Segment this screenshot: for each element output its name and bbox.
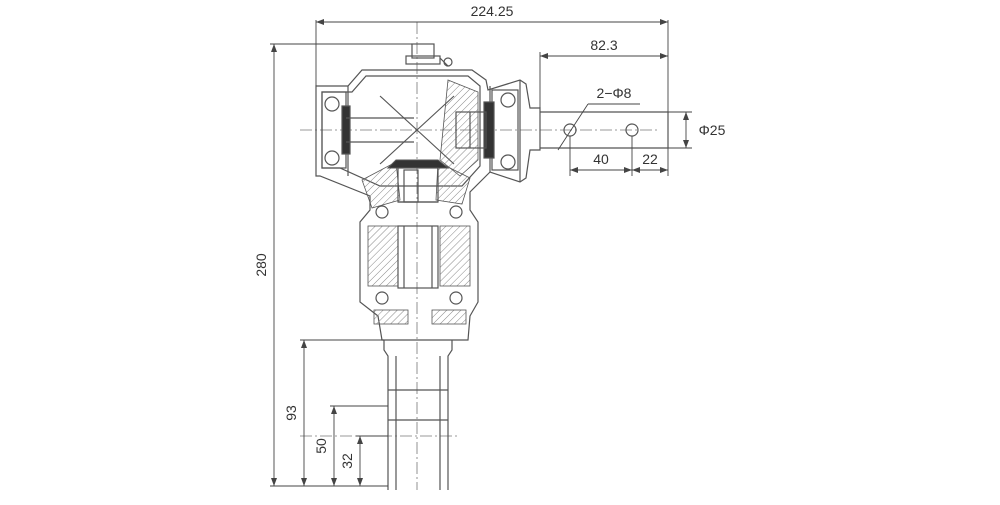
right-bearing — [455, 89, 519, 171]
dim-hole-edge: 22 — [642, 151, 658, 167]
vertical-shaft-bearing — [375, 167, 463, 305]
bevel-gears — [379, 95, 455, 169]
breather-bolt — [405, 43, 453, 67]
dim-overall-height: 280 — [253, 253, 269, 277]
output-shaft — [383, 340, 453, 490]
dim-shaft-93: 93 — [283, 405, 299, 421]
left-bearing — [321, 91, 414, 169]
dim-shaft-diameter: Φ25 — [699, 122, 726, 138]
input-shaft — [540, 111, 669, 149]
dim-output-offset: 82.3 — [590, 37, 617, 53]
dim-shaft-32: 32 — [339, 453, 355, 469]
dimension-arrows — [271, 19, 689, 486]
hatched-sections — [361, 79, 479, 325]
dim-holes: 2−Φ8 — [597, 85, 632, 101]
dim-overall-width: 224.25 — [471, 3, 514, 19]
dimension-labels: 224.25 82.3 2−Φ8 Φ25 40 22 280 93 50 32 — [253, 3, 726, 469]
dim-hole-spacing: 40 — [593, 151, 609, 167]
dim-shaft-50: 50 — [313, 438, 329, 454]
